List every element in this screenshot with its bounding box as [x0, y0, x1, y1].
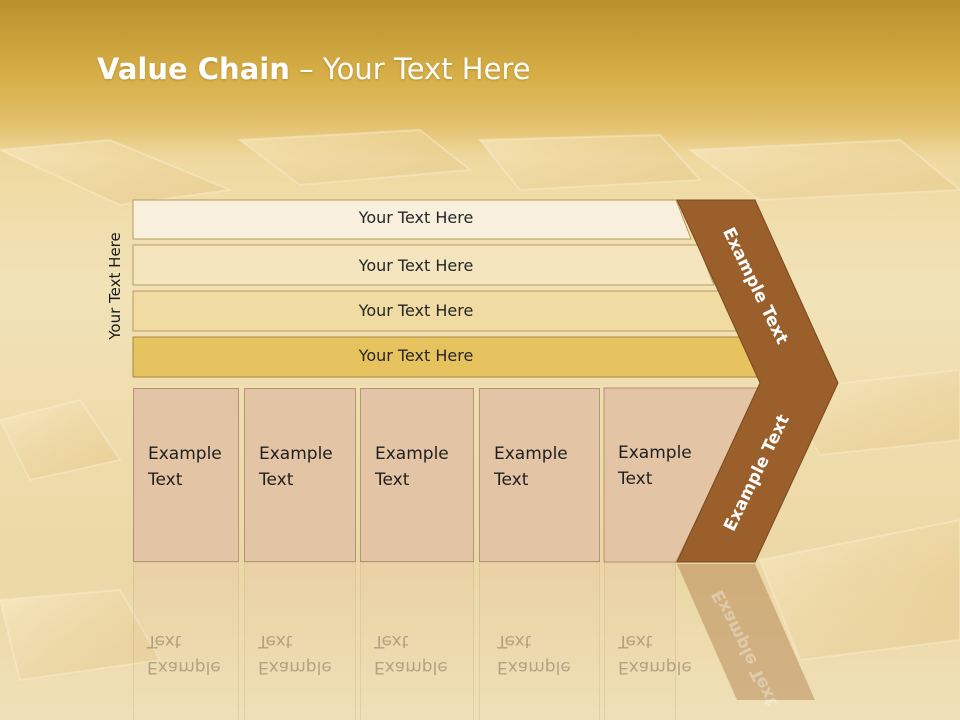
row-1-shape [132, 199, 692, 240]
box-1-line2: Text [148, 470, 183, 490]
title-bold: Value Chain [97, 52, 290, 86]
slide-title: Value Chain – Your Text Here [97, 52, 531, 86]
row-1-label: Your Text Here [358, 208, 474, 227]
chevron-lower-reflection-label: Example Text [708, 586, 782, 710]
box-5: Example Text [604, 388, 724, 562]
box-2-line2: Text [259, 470, 294, 490]
box-5-reflection [604, 562, 676, 720]
box-1-reflection [133, 562, 239, 720]
box-1: Example Text [133, 388, 239, 562]
box-2-reflection [244, 562, 356, 720]
box-2: Example Text [244, 388, 356, 562]
box-4: Example Text [479, 388, 600, 562]
box-4-line1: Example [494, 444, 568, 464]
box-5-shape [603, 387, 761, 563]
box-3-line1: Example [375, 444, 449, 464]
box-5-line1: Example [618, 443, 692, 463]
chevron-shape [676, 199, 839, 563]
box-3-line2: Text [375, 470, 410, 490]
box-3: Example Text [360, 388, 474, 562]
box-3-reflection [360, 562, 474, 720]
row-4-label: Your Text Here [358, 346, 474, 365]
chevron-reflection [677, 564, 815, 700]
box-4-line2: Text [494, 470, 529, 490]
box-2-line1: Example [259, 444, 333, 464]
box-5-line2: Text [618, 469, 653, 489]
box-1-line1: Example [148, 444, 222, 464]
row-2-label: Your Text Here [358, 256, 474, 275]
row-2-shape [132, 244, 715, 286]
row-3-label: Your Text Here [358, 301, 474, 320]
box-4-reflection [479, 562, 600, 720]
title-rest: – Your Text Here [289, 52, 531, 86]
